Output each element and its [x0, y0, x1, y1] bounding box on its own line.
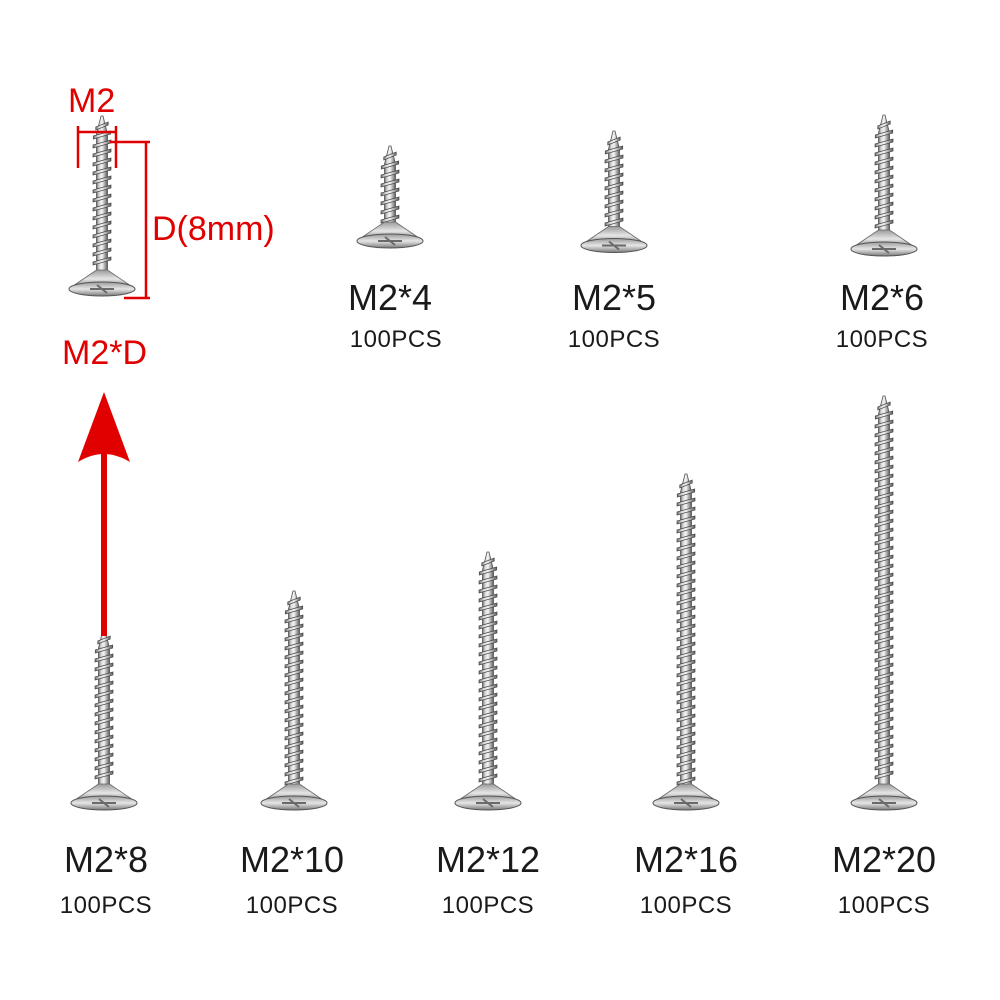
screw-m2x16 [652, 473, 720, 811]
up-arrow-icon [78, 392, 130, 462]
size-label-m2x20: M2*20 [831, 839, 937, 880]
size-label-m2x4: M2*4 [347, 277, 433, 318]
screw-m2x12 [454, 551, 522, 811]
qty-label-m2x8: 100PCS [59, 892, 153, 919]
screw-m2x6 [850, 114, 918, 257]
size-label-m2x8: M2*8 [63, 839, 149, 880]
qty-label-m2x12: 100PCS [441, 892, 535, 919]
screw-m2x10 [260, 590, 328, 811]
qty-label-m2x16: 100PCS [639, 892, 733, 919]
size-label-m2x5: M2*5 [571, 277, 657, 318]
screw-m2x8 [70, 629, 138, 811]
screw-m2x20 [850, 395, 918, 811]
width-label: M2 [68, 82, 116, 120]
reference-screw [68, 115, 136, 297]
formula-label: M2*D [62, 334, 148, 372]
qty-label-m2x20: 100PCS [837, 892, 931, 919]
screw-m2x4 [356, 145, 424, 249]
qty-label-m2x5: 100PCS [567, 326, 661, 353]
length-label: D(8mm) [152, 210, 275, 248]
qty-label-m2x4: 100PCS [349, 326, 443, 353]
size-label-m2x12: M2*12 [435, 839, 541, 880]
size-label-m2x6: M2*6 [839, 277, 925, 318]
size-label-m2x10: M2*10 [239, 839, 345, 880]
qty-label-m2x10: 100PCS [245, 892, 339, 919]
size-label-m2x16: M2*16 [633, 839, 739, 880]
qty-label-m2x6: 100PCS [835, 326, 929, 353]
screw-m2x5 [580, 130, 648, 253]
